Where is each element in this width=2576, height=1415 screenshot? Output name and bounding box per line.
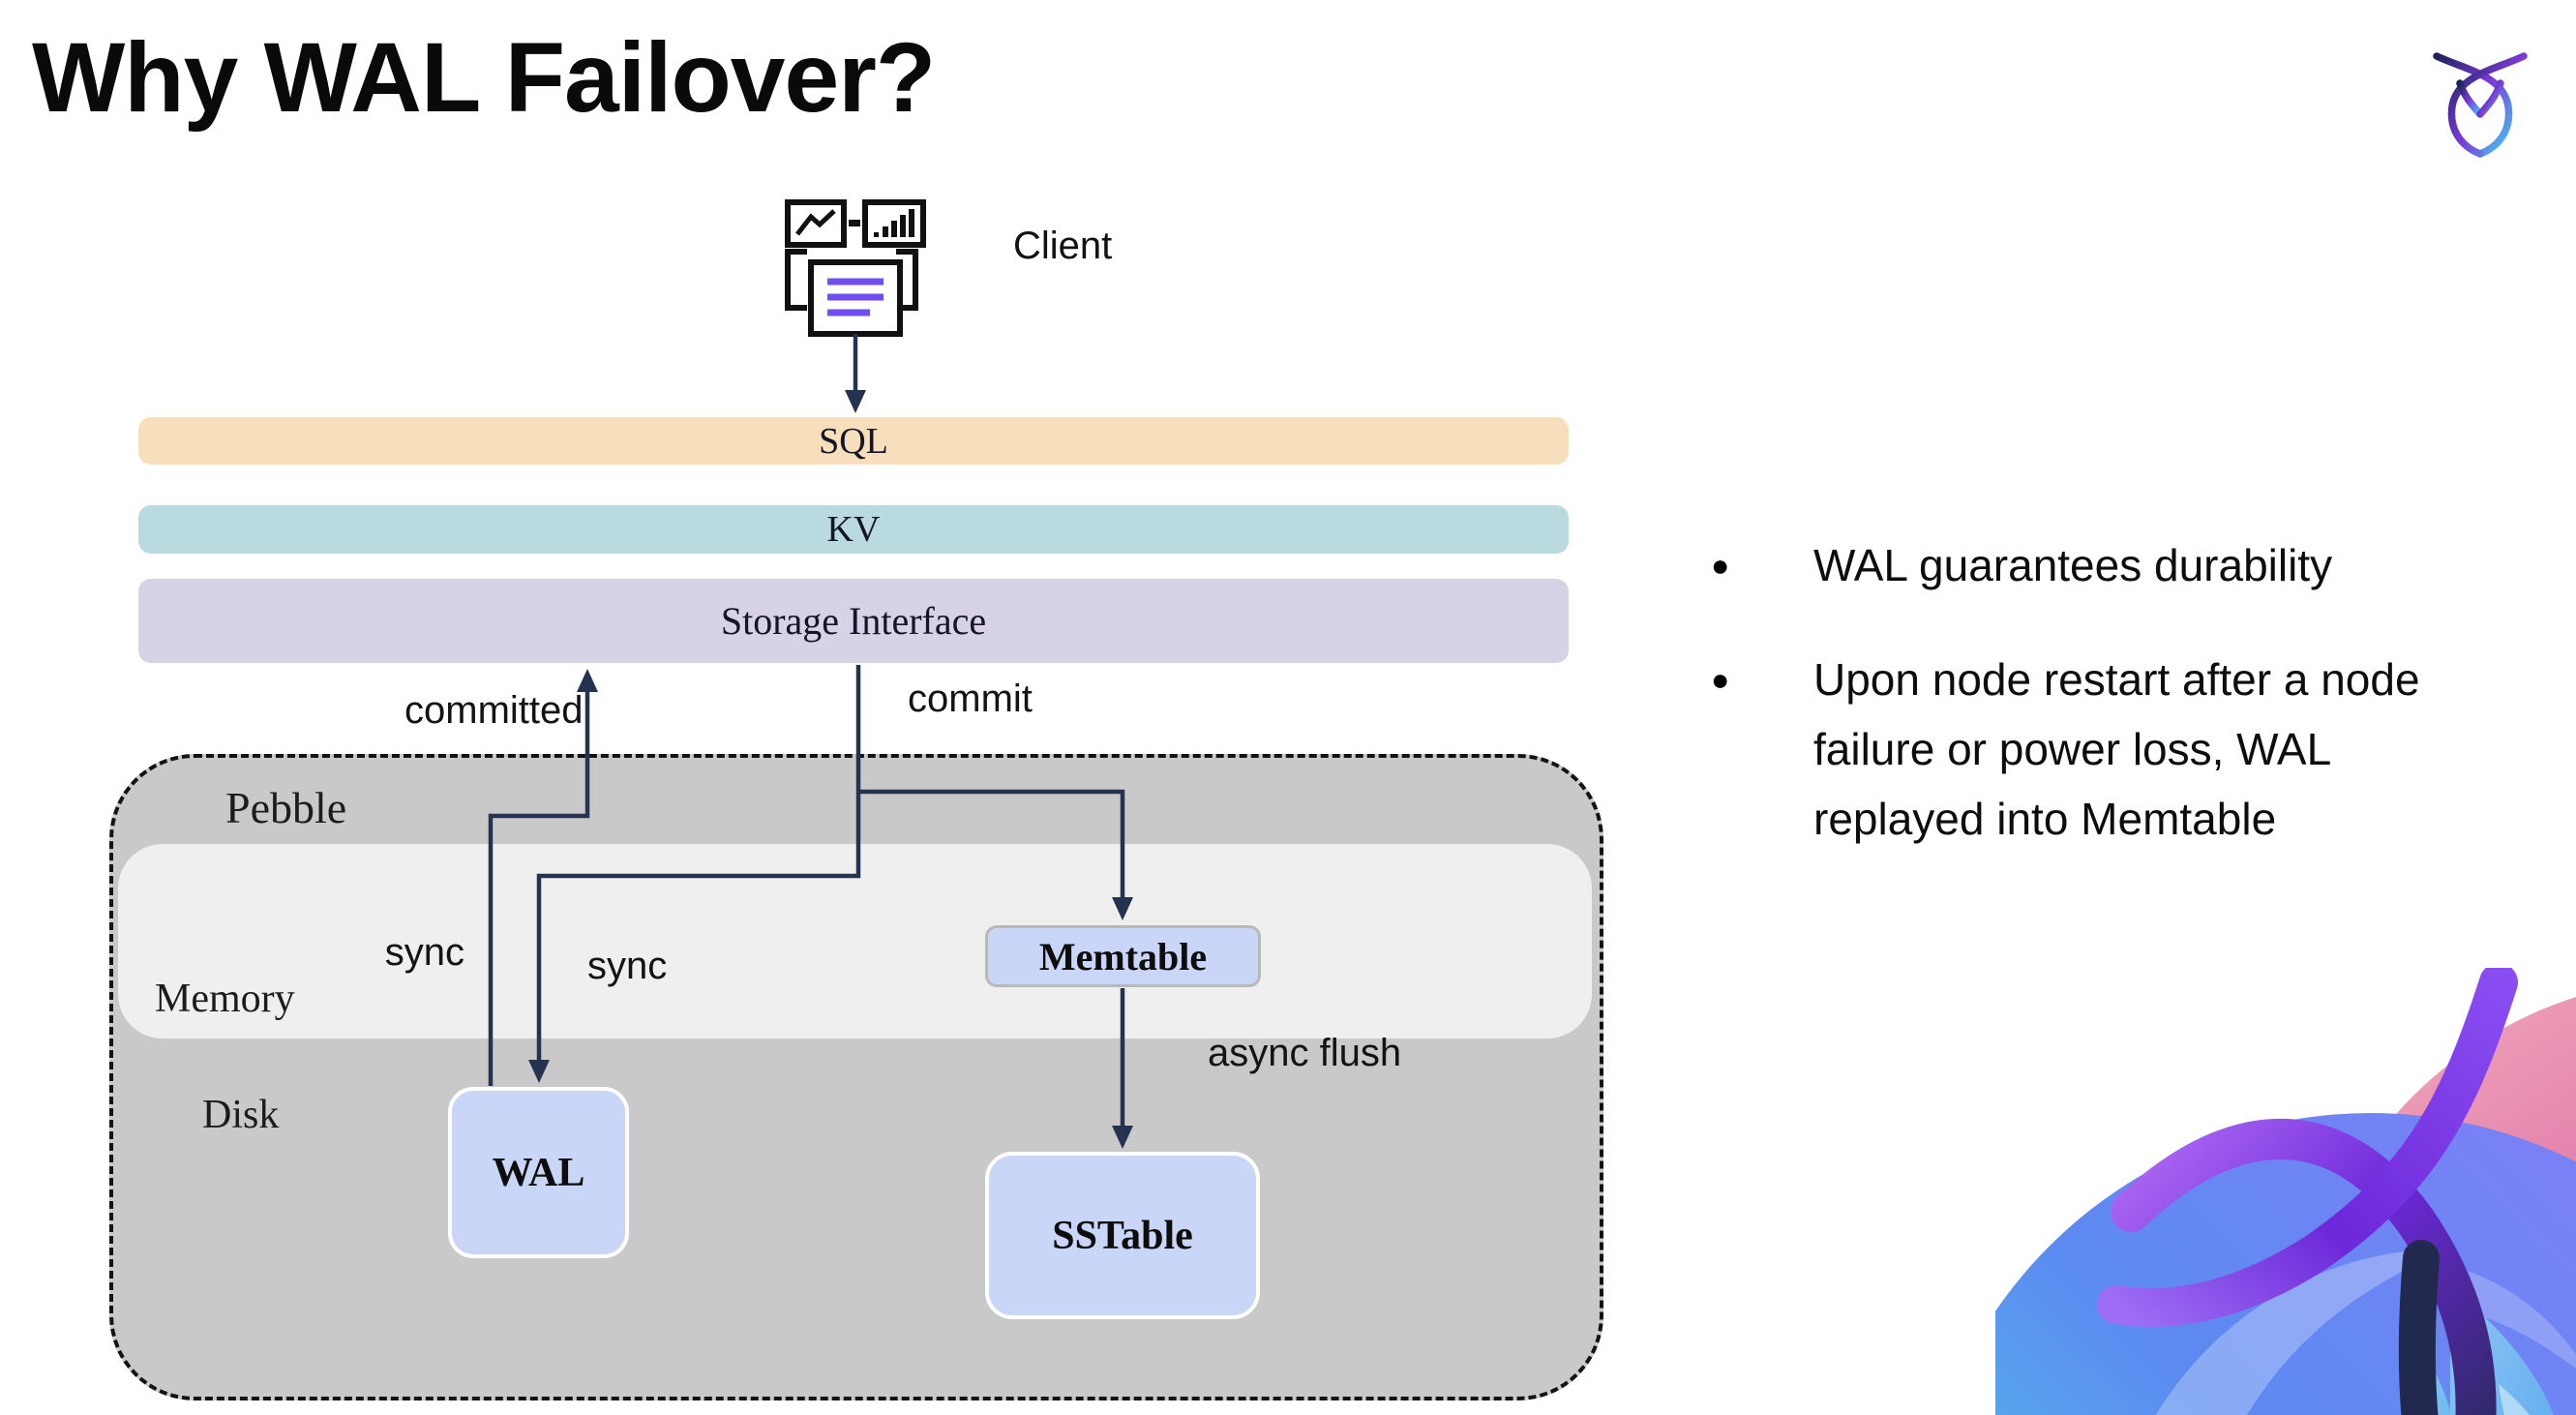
- layer-storage-interface: Storage Interface: [138, 579, 1569, 663]
- edge-label-commit: commit: [908, 677, 1033, 720]
- pebble-label: Pebble: [225, 783, 347, 832]
- bullet-list: ● WAL guarantees durability ● Upon node …: [1711, 530, 2466, 898]
- layer-kv-label: KV: [826, 509, 881, 550]
- memory-region: [118, 844, 1592, 1039]
- client-devices-icon: [785, 199, 926, 337]
- edge-label-async-flush: async flush: [1208, 1032, 1402, 1074]
- bullet-text: WAL guarantees durability: [1813, 540, 2333, 590]
- edge-label-sync-left: sync: [384, 931, 464, 974]
- bullet-dot: ●: [1711, 662, 1730, 697]
- cockroachdb-logo-icon: [2433, 52, 2528, 158]
- wal-label: WAL: [492, 1150, 585, 1195]
- cockroachdb-brand-art: [1995, 968, 2576, 1415]
- layer-sql-label: SQL: [819, 420, 888, 462]
- edge-label-committed: committed: [404, 689, 584, 732]
- memtable-label: Memtable: [1038, 934, 1208, 978]
- bullet-item: ● Upon node restart after a node failure…: [1711, 645, 2466, 854]
- edge-label-sync-right: sync: [587, 945, 668, 987]
- layer-sql: SQL: [138, 417, 1569, 465]
- layer-kv: KV: [138, 505, 1569, 554]
- bullet-text: Upon node restart after a node failure o…: [1813, 654, 2420, 844]
- sstable-label: SSTable: [1052, 1213, 1193, 1258]
- memtable-node: Memtable: [985, 925, 1261, 987]
- memory-label: Memory: [155, 977, 295, 1021]
- wal-node: WAL: [448, 1087, 629, 1258]
- layer-storage-label: Storage Interface: [720, 599, 987, 643]
- client-label: Client: [1013, 225, 1113, 267]
- bullet-item: ● WAL guarantees durability: [1711, 530, 2466, 600]
- page-title: Why WAL Failover?: [32, 22, 936, 133]
- bullet-dot: ●: [1711, 548, 1730, 583]
- disk-label: Disk: [202, 1093, 280, 1137]
- sstable-node: SSTable: [985, 1152, 1260, 1319]
